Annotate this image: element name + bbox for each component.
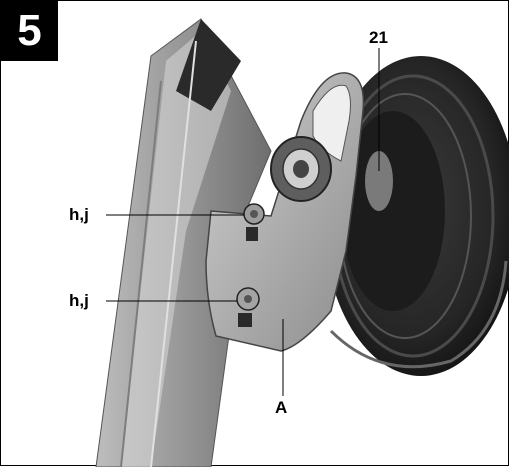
callout-hj-lower: h,j	[69, 291, 89, 310]
frame-leg	[95, 18, 272, 467]
axle-hub	[270, 136, 332, 202]
mounting-bracket	[205, 72, 365, 352]
callout-hj-upper: h,j	[69, 205, 89, 224]
callout-a: A	[275, 398, 288, 417]
bolt-upper	[243, 203, 265, 241]
callout-21: 21	[369, 28, 388, 47]
bolt-lower	[236, 287, 260, 327]
figure-number-badge: 5	[1, 1, 58, 61]
wheel	[323, 56, 509, 376]
